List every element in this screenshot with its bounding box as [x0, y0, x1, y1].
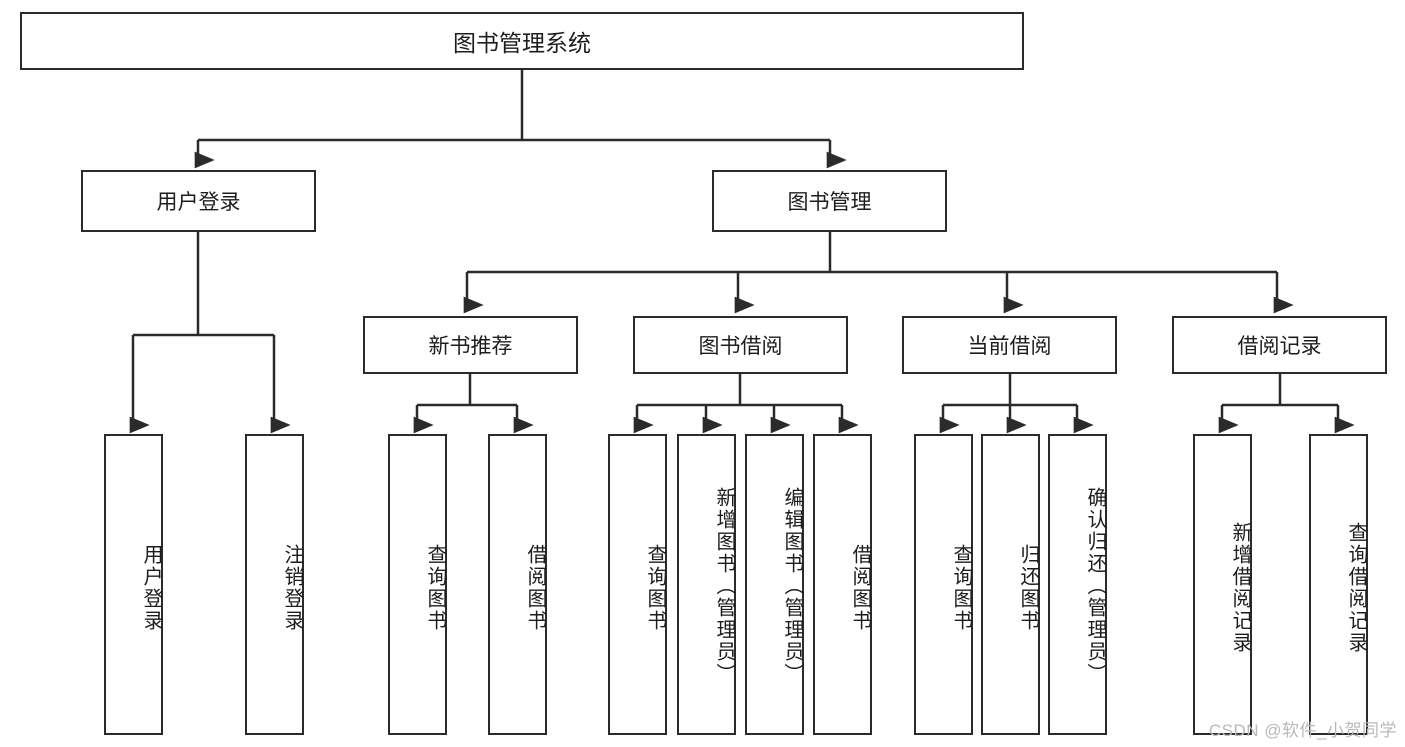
leaf-label: 注销登录	[281, 543, 303, 632]
node-current-borrow[interactable]: 当前借阅	[902, 316, 1117, 374]
leaf-label: 查询图书	[644, 543, 666, 632]
node-book-borrow[interactable]: 图书借阅	[633, 316, 848, 374]
leaf-label: 新增图书（管理员）	[713, 486, 735, 685]
watermark: CSDN @软件_小贺同学	[1208, 721, 1397, 740]
node-new-book-recommend[interactable]: 新书推荐	[363, 316, 578, 374]
leaf-query-book-current[interactable]: 查询图书	[914, 434, 973, 735]
node-borrow-record[interactable]: 借阅记录	[1172, 316, 1387, 374]
leaf-edit-book-admin[interactable]: 编辑图书（管理员）	[745, 434, 804, 735]
leaf-label: 确认归还（管理员）	[1084, 486, 1106, 685]
leaf-label: 归还图书	[1017, 543, 1039, 632]
leaf-label: 借阅图书	[524, 543, 546, 632]
leaf-label: 新增借阅记录	[1229, 521, 1251, 654]
leaf-label: 用户登录	[140, 543, 162, 632]
node-label: 图书管理	[787, 191, 872, 214]
node-user-login[interactable]: 用户登录	[81, 170, 316, 232]
node-book-management-system[interactable]: 图书管理系统	[20, 12, 1024, 70]
node-label: 借阅记录	[1237, 335, 1322, 358]
node-label: 图书借阅	[698, 335, 783, 358]
leaf-add-borrow-record[interactable]: 新增借阅记录	[1193, 434, 1252, 735]
leaf-label: 借阅图书	[849, 543, 871, 632]
leaf-label: 查询借阅记录	[1345, 521, 1367, 654]
leaf-query-borrow-record[interactable]: 查询借阅记录	[1309, 434, 1368, 735]
leaf-logout-login[interactable]: 注销登录	[245, 434, 304, 735]
leaf-borrow-book-borrow[interactable]: 借阅图书	[813, 434, 872, 735]
node-label: 当前借阅	[967, 335, 1052, 358]
leaf-add-book-admin[interactable]: 新增图书（管理员）	[677, 434, 736, 735]
node-label: 新书推荐	[428, 335, 513, 358]
leaf-query-book-recommend[interactable]: 查询图书	[388, 434, 447, 735]
leaf-return-book[interactable]: 归还图书	[981, 434, 1040, 735]
node-label: 图书管理系统	[453, 30, 591, 56]
leaf-label: 查询图书	[424, 543, 446, 632]
leaf-user-login[interactable]: 用户登录	[104, 434, 163, 735]
leaf-label: 编辑图书（管理员）	[781, 486, 803, 685]
leaf-query-book-borrow[interactable]: 查询图书	[608, 434, 667, 735]
leaf-borrow-book-recommend[interactable]: 借阅图书	[488, 434, 547, 735]
leaf-label: 查询图书	[950, 543, 972, 632]
node-label: 用户登录	[156, 191, 241, 214]
leaf-confirm-return-admin[interactable]: 确认归还（管理员）	[1048, 434, 1107, 735]
node-book-manage[interactable]: 图书管理	[712, 170, 947, 232]
